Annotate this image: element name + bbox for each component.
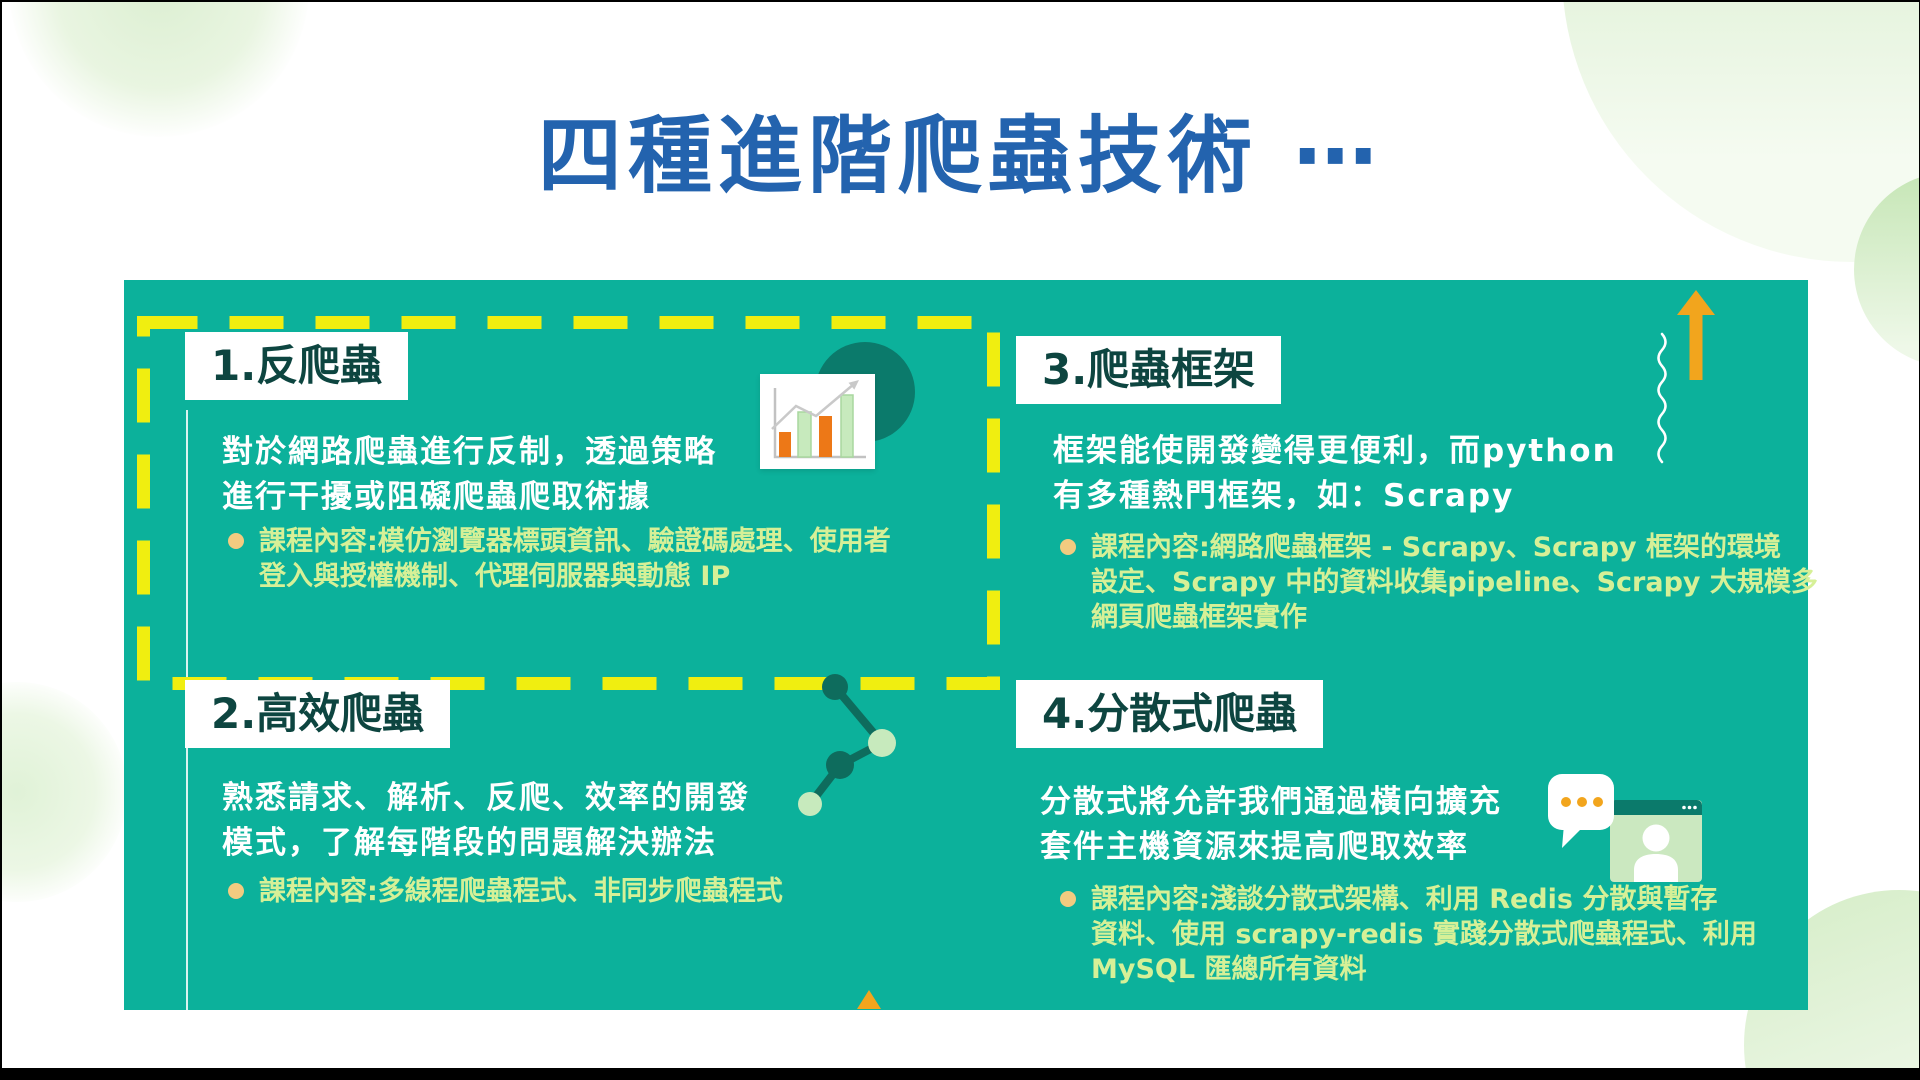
text-line: 資料、使用 scrapy-redis 實踐分散式爬蟲程式、利用: [1091, 919, 1757, 950]
text-line: 有多種熱門框架，如：Scrapy: [1053, 478, 1515, 514]
text-line: 套件主機資源來提高爬取效率: [1040, 829, 1469, 865]
section-4-title: 4.分散式爬蟲: [1042, 689, 1298, 738]
bar-chart-icon: [760, 374, 875, 469]
text-line: 熟悉請求、解析、反爬、效率的開發: [222, 780, 750, 816]
bottom-pointer-triangle-icon: [857, 990, 881, 1009]
text-line: 課程內容:網路爬蟲框架 - Scrapy、Scrapy 框架的環境: [1091, 532, 1782, 563]
decor-circle-bottom-left: [2, 682, 127, 902]
section-1-course-bullet: 課程內容:模仿瀏覽器標頭資訊、驗證碼處理、使用者 登入與授權機制、代理伺服器與動…: [228, 524, 891, 594]
section-2-description: 熟悉請求、解析、反爬、效率的開發 模式，了解每階段的問題解決辦法: [222, 776, 750, 866]
text-line: MySQL 匯總所有資料: [1091, 954, 1367, 985]
text-line: 登入與授權機制、代理伺服器與動態 IP: [259, 561, 731, 592]
section-2-course-bullet: 課程內容:多線程爬蟲程式、非同步爬蟲程式: [228, 874, 783, 909]
section-4-course-bullet: 課程內容:淺談分散式架構、利用 Redis 分散與暫存 資料、使用 scrapy…: [1060, 882, 1757, 987]
text-line: 課程內容:多線程爬蟲程式、非同步爬蟲程式: [259, 876, 783, 907]
highlight-dashed-border: [137, 316, 1000, 690]
slide-title: 四種進階爬蟲技術 ⋯: [537, 107, 1384, 205]
text-line: 課程內容:淺談分散式架構、利用 Redis 分散與暫存: [1091, 884, 1718, 915]
section-4-description: 分散式將允許我們通過橫向擴充 套件主機資源來提高爬取效率: [1040, 780, 1502, 870]
section-3-description: 框架能使開發變得更便利，而python 有多種熱門框架，如：Scrapy: [1053, 429, 1617, 519]
section-4-header-box: 4.分散式爬蟲: [1016, 680, 1324, 748]
text-line: 模式，了解每階段的問題解決辦法: [222, 825, 717, 861]
text-line: 框架能使開發變得更便利，而python: [1053, 433, 1617, 469]
connected-nodes-icon: [798, 674, 896, 816]
bullet-dot-icon: [1060, 539, 1076, 555]
section-3-course-bullet: 課程內容:網路爬蟲框架 - Scrapy、Scrapy 框架的環境 設定、Scr…: [1060, 530, 1818, 635]
bar-chart-graphic: [771, 380, 866, 459]
wavy-line-icon: [1657, 332, 1667, 464]
section-3-header-box: 3.爬蟲框架: [1016, 336, 1282, 404]
section-2-header-box: 2.高效爬蟲: [185, 680, 451, 748]
section-2-title: 2.高效爬蟲: [211, 689, 425, 738]
up-arrow-icon: [1677, 290, 1715, 380]
content-panel: 1.反爬蟲 對於網路爬蟲進行反制，透過策略 進行干擾或阻礙爬蟲爬取術據 課程內容…: [124, 280, 1818, 1010]
text-line: 課程內容:模仿瀏覽器標頭資訊、驗證碼處理、使用者: [259, 526, 891, 557]
section-1-header-box: 1.反爬蟲: [185, 332, 409, 400]
text-line: 設定、Scrapy 中的資料收集pipeline、Scrapy 大規模多: [1091, 567, 1818, 598]
section-1-title: 1.反爬蟲: [211, 341, 383, 390]
text-line: 對於網路爬蟲進行反制，透過策略: [222, 434, 717, 470]
section-3-title: 3.爬蟲框架: [1042, 345, 1256, 394]
bullet-dot-icon: [1060, 891, 1076, 907]
chat-browser-user-icon: [1548, 774, 1702, 882]
section-1-description: 對於網路爬蟲進行反制，透過策略 進行干擾或阻礙爬蟲爬取術據: [222, 430, 717, 520]
text-line: 進行干擾或阻礙爬蟲爬取術據: [222, 479, 651, 515]
text-line: 網頁爬蟲框架實作: [1091, 602, 1307, 633]
text-line: 分散式將允許我們通過橫向擴充: [1040, 784, 1502, 820]
bullet-dot-icon: [228, 883, 244, 899]
bullet-dot-icon: [228, 533, 244, 549]
